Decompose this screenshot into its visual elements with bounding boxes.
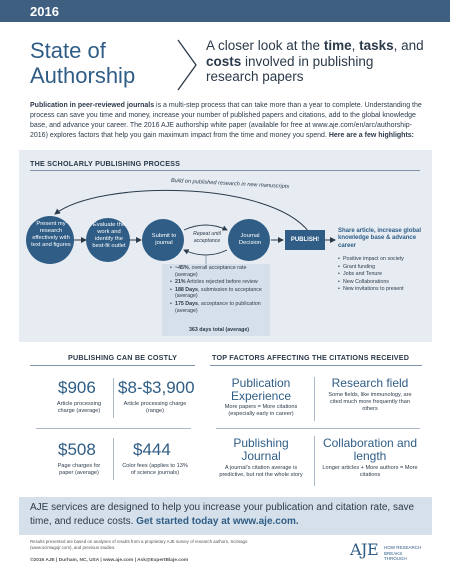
cost-value-page-charges: $508 [58, 440, 96, 459]
fact-item: 21% Articles rejected before review [170, 279, 268, 286]
facts-list: ~45%, overall acceptance rate (average) … [170, 265, 268, 315]
cta-text: AJE services are designed to help you in… [30, 502, 415, 527]
step-label-submit: Submit to journal [151, 233, 177, 246]
step-circle-submit [142, 219, 184, 261]
publish-label: PUBLISH! [290, 237, 320, 243]
process-heading: THE SCHOLARLY PUBLISHING PROCESS [30, 159, 181, 168]
cost-value-color-fees: $444 [133, 440, 171, 459]
title-line-2: Authorship [30, 63, 136, 88]
process-heading-rule [30, 170, 420, 171]
cta-panel [19, 497, 432, 535]
costs-divider-top [113, 378, 114, 418]
step-circle-evaluate [86, 218, 130, 262]
cost-desc-page-charges: Page charges for paper (average) [57, 463, 101, 476]
logo-tagline: HOW RESEARCH BREAKS THROUGH [384, 545, 422, 562]
loop-arc-bottom [183, 249, 228, 256]
benefit-item: New invitations to present [338, 286, 404, 294]
page-subtitle: A closer look at the time, tasks, and co… [206, 38, 424, 84]
step-label-evaluate: Evaluate the work and identify the best-… [92, 222, 126, 249]
cost-value-apc-range: $8-$3,900 [118, 378, 195, 397]
factor-title-experience: Publication Experience [230, 376, 292, 403]
feedback-arc [54, 189, 310, 233]
factor-desc-collaboration: Longer articles + More authors = More ci… [322, 465, 418, 478]
year-label: 2016 [30, 4, 59, 19]
footnote: Results presented are based on analyses … [30, 539, 248, 550]
costs-heading: PUBLISHING CAN BE COSTLY [68, 353, 178, 362]
share-heading: Share article, increase global knowledge… [338, 228, 422, 249]
fact-item: ~45%, overall acceptance rate (average) [170, 265, 268, 278]
cta-link[interactable]: Get started today at www.aje.com. [136, 515, 299, 527]
intro-paragraph: Publication in peer-reviewed journals is… [30, 102, 422, 139]
subtitle-time: time [323, 38, 352, 53]
cost-desc-apc-range: Article processing charge (range) [123, 401, 187, 414]
step-circle-decision [228, 219, 270, 261]
top-bar: 2016 [0, 0, 450, 22]
factor-title-field: Research field [331, 376, 409, 390]
publish-box [285, 230, 325, 250]
factors-heading-rule [210, 365, 422, 366]
benefit-item: Positive impact on society [338, 256, 404, 264]
factors-heading: TOP FACTORS AFFECTING THE CITATIONS RECE… [212, 353, 410, 362]
cost-value-apc-average: $906 [58, 378, 96, 397]
cost-desc-color-fees: Color fees (applies to 13% of science jo… [122, 463, 188, 476]
page-title: State of Authorship [30, 38, 180, 88]
step-label-present: Present my research effectively with tex… [31, 221, 71, 248]
cost-desc-apc-average: Article processing charge (average) [56, 401, 102, 414]
title-line-1: State of [30, 38, 106, 63]
factors-divider-top [314, 377, 315, 421]
aje-logo: AJE HOW RESEARCH BREAKS THROUGH [350, 540, 421, 564]
benefit-item: New Collaborations [338, 279, 404, 287]
facts-total: 363 days total (average) [188, 327, 250, 333]
factor-desc-field: Some fields, like immunology, are cited … [328, 392, 412, 412]
fact-item: 175 Days, acceptance to publication (ave… [170, 301, 268, 314]
factor-title-journal: Publishing Journal [233, 436, 289, 463]
costs-divider-mid [36, 428, 191, 429]
step-label-decision: Journal Decision [238, 233, 262, 246]
loop-arc-top [183, 224, 228, 231]
subtitle-tasks: tasks [359, 38, 394, 53]
factor-title-collaboration: Collaboration and length [322, 436, 418, 463]
factors-divider-bottom [314, 436, 315, 486]
benefits-list: Positive impact on society Grant funding… [338, 256, 404, 294]
benefit-item: Grant funding [338, 264, 404, 272]
subtitle-costs: costs [206, 53, 242, 69]
benefit-item: Jobs and Tenure [338, 271, 404, 279]
loop-label: Repeat until acceptance [193, 231, 221, 244]
factor-desc-journal: A journal's citation average is predicti… [219, 465, 303, 478]
factor-desc-experience: More papers = More citations (especially… [224, 404, 298, 417]
factors-divider-mid [216, 428, 420, 429]
fact-item: 188 Days, submission to acceptance (aver… [170, 287, 268, 300]
logo-mark: AJE [350, 540, 379, 559]
step-circle-present [26, 216, 74, 264]
chevron-right-icon [177, 39, 197, 91]
costs-divider-bottom [113, 438, 114, 480]
process-diagram [26, 189, 336, 264]
costs-heading-rule [30, 365, 195, 366]
footer-line: ©2016 AJE | Durham, NC, USA | www.aje.co… [30, 558, 189, 563]
